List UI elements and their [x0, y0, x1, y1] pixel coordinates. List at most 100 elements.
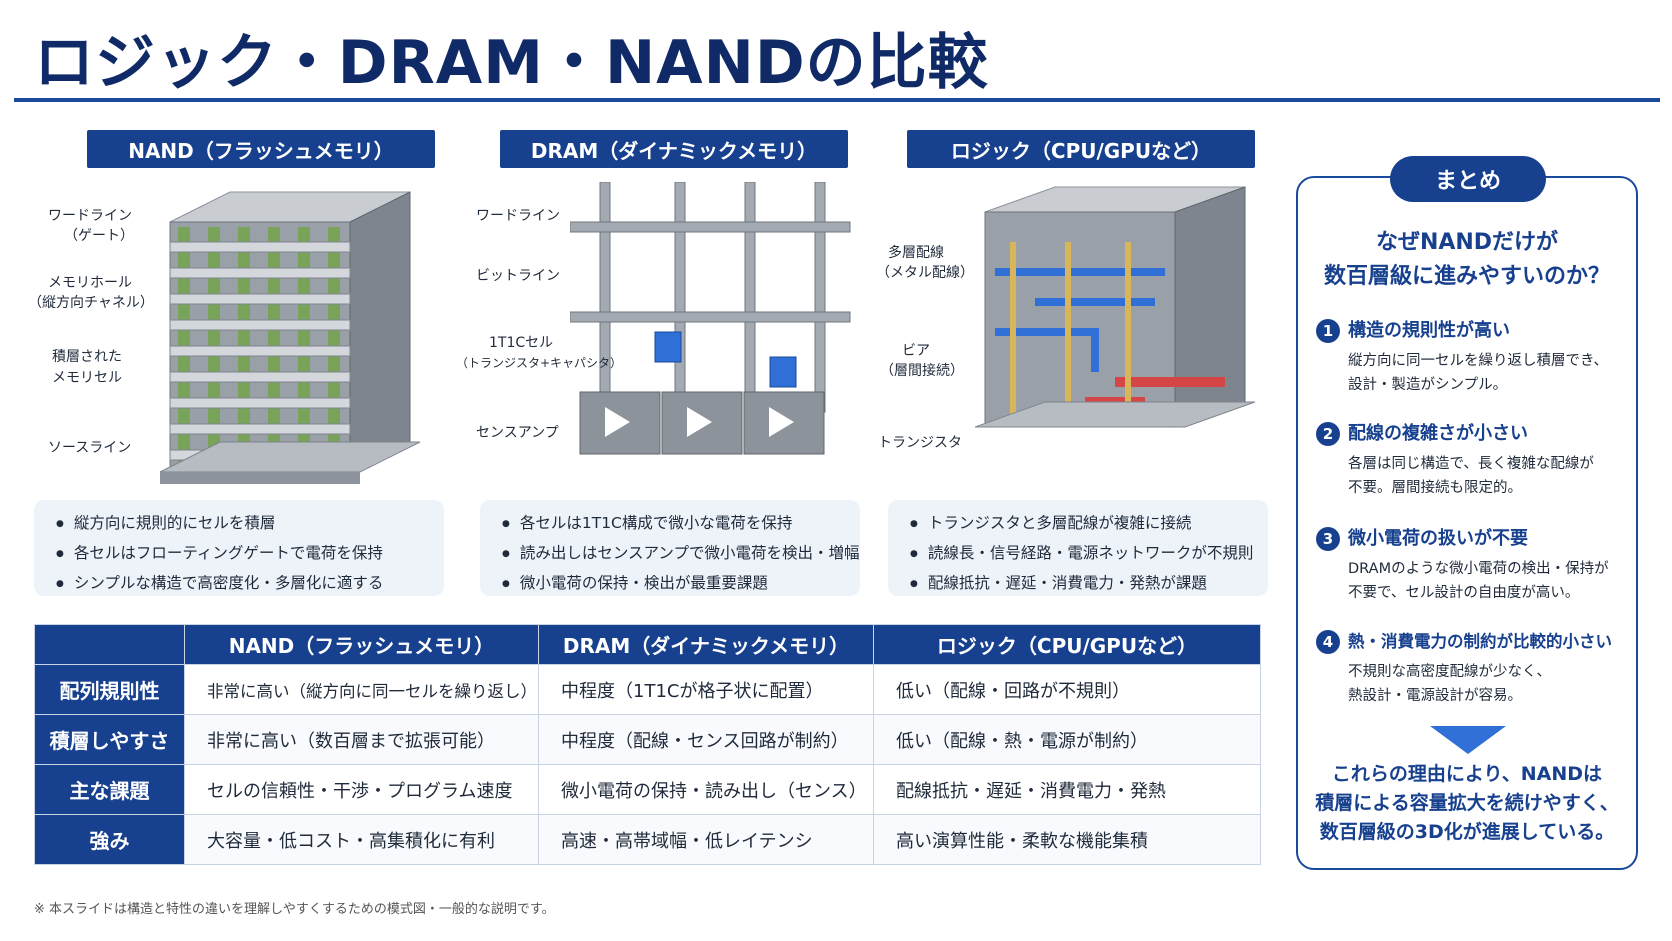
wordline-layer [169, 319, 351, 331]
callout-interlayer: （層間接続） [880, 363, 964, 379]
summary-conclusion: これらの理由により、NANDは 積層による容量拡大を続けやすく、 数百層級の3D… [1296, 760, 1638, 847]
callout-via: ビア [902, 343, 930, 359]
callout-memory-cell: メモリセル [52, 370, 122, 386]
table-cell: 低い（配線・回路が不規則） [873, 664, 1261, 715]
conclusion-line: 積層による容量拡大を続けやすく、 [1315, 792, 1619, 814]
callout-multilayer-wiring: 多層配線 [888, 245, 944, 261]
dram-bullet-3: 微小電荷の保持・検出が最重要課題 [502, 570, 838, 600]
point-title: 構造の規則性が高い [1348, 320, 1510, 341]
summary-tab: まとめ [1390, 156, 1546, 202]
point-title: 微小電荷の扱いが不要 [1348, 528, 1528, 549]
callout-gate: （ゲート） [64, 228, 134, 244]
dram-bullet-1: 各セルは1T1C構成で微小な電荷を保持 [502, 510, 838, 540]
table-cell: 低い（配線・熱・電源が制約） [873, 714, 1261, 765]
point-number: 3 [1316, 527, 1340, 551]
table-row: 強み 大容量・低コスト・高集積化に有利 高速・高帯域幅・低レイテンシ 高い演算性… [34, 814, 1261, 865]
table-cell: セルの信頼性・干渉・プログラム速度 [184, 764, 539, 815]
point-body: 不規則な高密度配線が少なく、 熱設計・電源設計が容易。 [1348, 660, 1551, 708]
row-label: 積層しやすさ [34, 714, 185, 765]
callout-memory-hole: メモリホール [48, 275, 132, 291]
page-title: ロジック・DRAM・NANDの比較 [34, 28, 989, 98]
table-header-dram: DRAM（ダイナミックメモリ） [538, 624, 874, 665]
table-cell: 非常に高い（縦方向に同一セルを繰り返し） [184, 664, 539, 715]
nand-bullet-2: 各セルはフローティングゲートで電荷を保持 [56, 540, 422, 570]
row-label: 主な課題 [34, 764, 185, 815]
arrow-down-icon [1430, 726, 1506, 754]
dram-structure-illustration [570, 182, 851, 455]
summary-question: なぜNANDだけが 数百層級に進みやすいのか？ [1296, 226, 1638, 294]
callout-wordline-b: ワードライン [476, 208, 560, 224]
table-header-row: NAND（フラッシュメモリ） DRAM（ダイナミックメモリ） ロジック（CPU/… [34, 624, 1261, 665]
point-body: 各層は同じ構造で、長く複雑な配線が 不要。層間接続も限定的。 [1348, 452, 1594, 500]
table-cell: 微小電荷の保持・読み出し（センス） [538, 764, 874, 815]
wordline-layer [169, 423, 351, 435]
table-cell: 非常に高い（数百層まで拡張可能） [184, 714, 539, 765]
point-body-line: 不規則な高密度配線が少なく、 [1348, 664, 1551, 680]
wordline-layer [169, 241, 351, 253]
callout-source-line: ソースライン [48, 440, 132, 456]
table-cell: 配線抵抗・遅延・消費電力・発熱 [873, 764, 1261, 815]
table-cell: 中程度（1T1Cが格子状に配置） [538, 664, 874, 715]
callout-1t1c: 1T1Cセル [489, 335, 554, 351]
callout-wordline-a: ワードライン [48, 208, 132, 224]
callout-transistor-capacitor: （トランジスタ+キャパシタ） [456, 356, 623, 370]
logic-structure-illustration [975, 186, 1256, 428]
table-header-logic: ロジック（CPU/GPUなど） [873, 624, 1261, 665]
nand-header: NAND（フラッシュメモリ） [87, 130, 435, 168]
nand-bullet-1: 縦方向に規則的にセルを積層 [56, 510, 422, 540]
table-row: 積層しやすさ 非常に高い（数百層まで拡張可能） 中程度（配線・センス回路が制約）… [34, 714, 1261, 765]
table-cell: 高速・高帯域幅・低レイテンシ [538, 814, 874, 865]
logic-bullet-1: トランジスタと多層配線が複雑に接続 [910, 510, 1246, 540]
dram-header: DRAM（ダイナミックメモリ） [500, 130, 848, 168]
point-body-line: DRAMのような微小電荷の検出・保持が [1348, 561, 1609, 577]
row-label: 配列規則性 [34, 664, 185, 715]
point-body-line: 不要で、セル設計の自由度が高い。 [1348, 585, 1580, 601]
point-number: 1 [1316, 319, 1340, 343]
callout-vertical-channel: （縦方向チャネル） [28, 295, 154, 311]
conclusion-line: 数百層級の3D化が進展している。 [1319, 821, 1615, 843]
callout-bitline: ビットライン [476, 268, 560, 284]
logic-header: ロジック（CPU/GPUなど） [907, 130, 1255, 168]
table-row: 配列規則性 非常に高い（縦方向に同一セルを繰り返し） 中程度（1T1Cが格子状に… [34, 664, 1261, 715]
point-title: 熱・消費電力の制約が比較的小さい [1348, 632, 1612, 651]
callout-stacked: 積層された [52, 349, 122, 365]
wordline-layer [169, 267, 351, 279]
footnote: ※ 本スライドは構造と特性の違いを理解しやすくするための模式図・一般的な説明です… [34, 902, 555, 917]
callout-metal-wiring: （メタル配線） [876, 265, 974, 281]
wordline-layer [169, 371, 351, 383]
point-number: 2 [1316, 422, 1340, 446]
comparison-table: NAND（フラッシュメモリ） DRAM（ダイナミックメモリ） ロジック（CPU/… [34, 624, 1261, 865]
point-title: 配線の複雑さが小さい [1348, 423, 1528, 444]
nand-bullet-3: シンプルな構造で高密度化・多層化に適する [56, 570, 422, 600]
nand-structure-illustration [159, 191, 421, 484]
table-header-nand: NAND（フラッシュメモリ） [184, 624, 539, 665]
wordline-layer [169, 293, 351, 305]
dram-bullet-2: 読み出しはセンスアンプで微小電荷を検出・増幅 [502, 540, 860, 570]
dram-bullets: 各セルは1T1C構成で微小な電荷を保持 読み出しはセンスアンプで微小電荷を検出・… [480, 500, 860, 596]
row-label: 強み [34, 814, 185, 865]
nand-bullets: 縦方向に規則的にセルを積層 各セルはフローティングゲートで電荷を保持 シンプルな… [34, 500, 444, 596]
logic-bullets: トランジスタと多層配線が複雑に接続 読線長・信号経路・電源ネットワークが不規則 … [888, 500, 1268, 596]
point-body-line: 熱設計・電源設計が容易。 [1348, 688, 1522, 704]
table-cell: 中程度（配線・センス回路が制約） [538, 714, 874, 765]
point-body-line: 設計・製造がシンプル。 [1348, 377, 1508, 393]
callout-transistor: トランジスタ [878, 435, 962, 451]
conclusion-line: これらの理由により、NANDは [1331, 763, 1603, 785]
table-cell: 大容量・低コスト・高集積化に有利 [184, 814, 539, 865]
point-body-line: 縦方向に同一セルを繰り返し積層でき、 [1348, 353, 1608, 369]
callout-sense-amp: センスアンプ [476, 425, 559, 441]
title-divider [14, 98, 1660, 102]
point-body-line: 各層は同じ構造で、長く複雑な配線が [1348, 456, 1594, 472]
point-body: DRAMのような微小電荷の検出・保持が 不要で、セル設計の自由度が高い。 [1348, 557, 1609, 605]
summary-question-line-1: なぜNANDだけが [1375, 230, 1559, 255]
summary-question-line-2: 数百層級に進みやすいのか？ [1323, 264, 1610, 289]
table-cell: 高い演算性能・柔軟な機能集積 [873, 814, 1261, 865]
wordline-layer [169, 345, 351, 357]
point-body-line: 不要。層間接続も限定的。 [1348, 480, 1522, 496]
table-row: 主な課題 セルの信頼性・干渉・プログラム速度 微小電荷の保持・読み出し（センス）… [34, 764, 1261, 815]
point-body: 縦方向に同一セルを繰り返し積層でき、 設計・製造がシンプル。 [1348, 349, 1608, 397]
logic-bullet-3: 配線抵抗・遅延・消費電力・発熱が課題 [910, 570, 1246, 600]
logic-bullet-2: 読線長・信号経路・電源ネットワークが不規則 [910, 540, 1254, 570]
table-corner [34, 624, 185, 665]
point-number: 4 [1316, 630, 1340, 654]
